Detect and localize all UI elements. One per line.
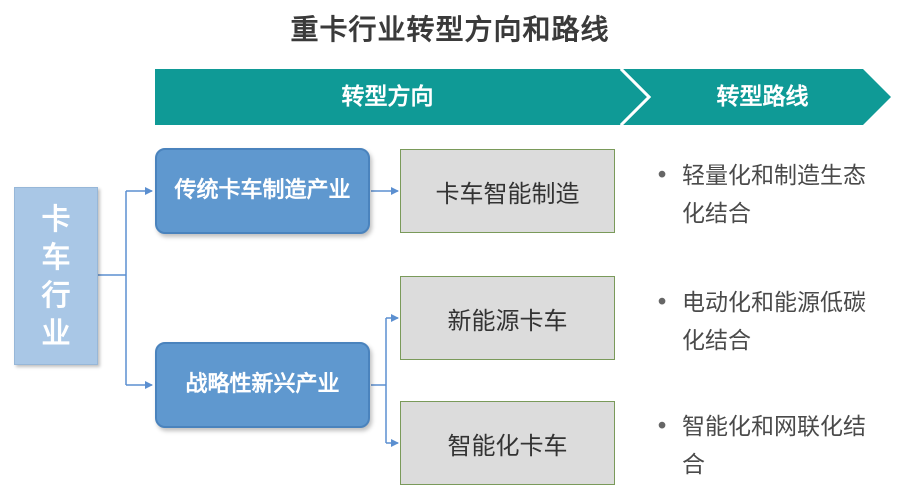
direction-label: 智能化卡车	[447, 431, 568, 460]
direction-header: 转型方向	[341, 84, 434, 110]
root-box-truck-industry: 卡车行业	[14, 187, 98, 365]
page-title: 重卡行业转型方向和路线	[290, 13, 610, 46]
industry-box-traditional: 传统卡车制造产业	[155, 148, 370, 234]
industry-label: 传统卡车制造产业	[174, 178, 351, 203]
industry-label: 战略性新兴产业	[185, 372, 340, 397]
direction-box-intelligent-truck: 智能化卡车	[400, 401, 615, 485]
route-text: 电动化和能源低碳化结合	[682, 290, 866, 354]
bullet-icon: •	[655, 163, 669, 189]
route-banner-shape	[623, 69, 891, 125]
bullet-icon: •	[655, 290, 669, 316]
route-item-electrification: • 电动化和能源低碳化结合	[652, 284, 882, 360]
root-label: 卡车行业	[41, 202, 71, 350]
route-header: 转型路线	[716, 84, 809, 110]
direction-banner-shape	[155, 69, 648, 125]
direction-box-new-energy-truck: 新能源卡车	[400, 276, 615, 360]
bullet-icon: •	[655, 414, 669, 440]
industry-box-emerging: 战略性新兴产业	[155, 342, 370, 428]
direction-label: 卡车智能制造	[435, 179, 580, 208]
route-item-intelligent: • 智能化和网联化结合	[652, 408, 882, 484]
route-text: 轻量化和制造生态化结合	[682, 163, 866, 227]
route-text: 智能化和网联化结合	[682, 414, 866, 478]
direction-label: 新能源卡车	[447, 306, 568, 335]
direction-box-smart-manufacturing: 卡车智能制造	[400, 149, 615, 233]
banner-divider	[619, 67, 652, 127]
route-item-lightweight: • 轻量化和制造生态化结合	[652, 157, 882, 233]
